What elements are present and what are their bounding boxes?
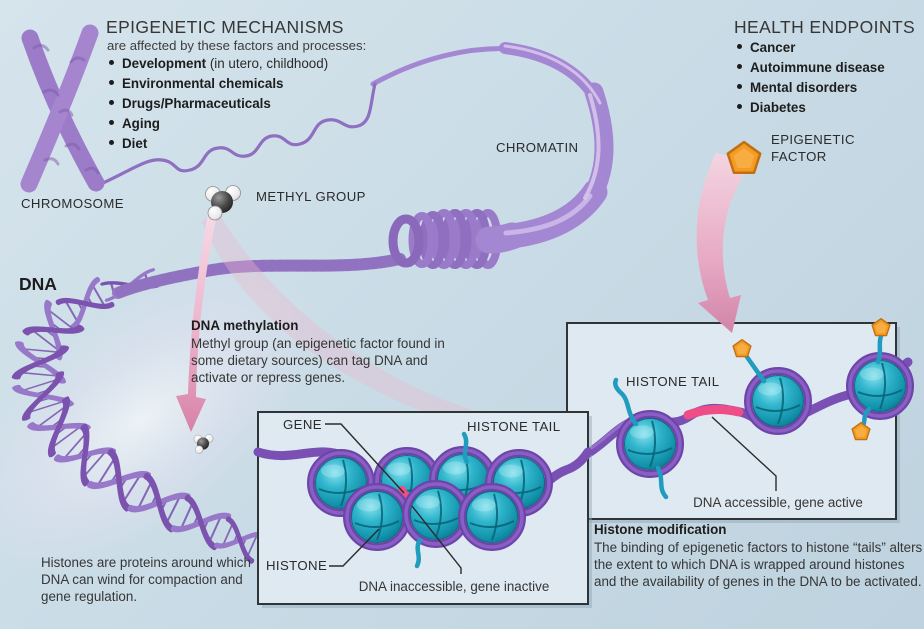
histone-nucleosome xyxy=(850,356,910,416)
dna-methylation-note: DNA methylation Methyl group (an epigene… xyxy=(191,317,449,387)
dna-motion-ghost xyxy=(0,262,323,578)
histone-nucleosome xyxy=(620,414,680,474)
histone-nucleosome xyxy=(347,487,407,547)
dna-methylation-heading: DNA methylation xyxy=(191,318,299,333)
chromatin-fibre xyxy=(112,253,406,299)
mechanisms-subtitle: are affected by these factors and proces… xyxy=(107,38,367,53)
methyl-group-label: METHYL GROUP xyxy=(256,189,366,204)
epigenetic-factor-label: EPIGENETIC FACTOR xyxy=(771,132,855,164)
active-gene-segment xyxy=(683,405,744,420)
list-item: Cancer xyxy=(737,40,885,55)
histone-tails xyxy=(414,431,470,569)
inactive-leaders xyxy=(325,423,462,574)
list-item: Diet xyxy=(109,136,328,151)
list-item: Environmental chemicals xyxy=(109,76,328,91)
histone-nucleosome xyxy=(748,371,808,431)
histone-nucleosome xyxy=(462,487,522,547)
list-item: Aging xyxy=(109,116,328,131)
histone-modification-heading: Histone modification xyxy=(594,522,727,537)
bullet-dot xyxy=(109,120,114,125)
active-caption-leader xyxy=(711,416,777,491)
chromatin-thread xyxy=(101,82,377,185)
bullet-dot xyxy=(109,140,114,145)
inactive-caption: DNA inaccessible, gene inactive xyxy=(358,579,550,594)
methylation-arrow xyxy=(176,208,558,442)
endpoints-list: Cancer Autoimmune disease Mental disorde… xyxy=(737,40,885,120)
endpoints-title: HEALTH ENDPOINTS xyxy=(734,17,916,37)
list-item: Mental disorders xyxy=(737,80,885,95)
methyl-group-molecule xyxy=(205,185,241,221)
active-inset-box xyxy=(557,317,910,523)
histone-nucleosome xyxy=(406,484,466,544)
histone-label: HISTONE xyxy=(266,558,328,573)
inactive-inset-box xyxy=(253,411,593,608)
gene-label: GENE xyxy=(283,417,322,432)
list-item: Development (in utero, childhood) xyxy=(109,56,328,71)
factor-arrow xyxy=(696,153,752,333)
list-item: Drugs/Pharmaceuticals xyxy=(109,96,328,111)
active-caption: DNA accessible, gene active xyxy=(693,495,863,510)
bullet-dot xyxy=(109,60,114,65)
chromatin-coil xyxy=(388,209,502,269)
bullet-dot xyxy=(737,64,742,69)
dna-label: DNA xyxy=(19,274,57,294)
chromatin-tube xyxy=(370,42,614,254)
histone-modification-body: The binding of epigenetic factors to his… xyxy=(594,540,923,590)
bullet-dot xyxy=(737,104,742,109)
mechanisms-list: Development (in utero, childhood) Enviro… xyxy=(109,56,328,156)
histone-tail-label-inactive: HISTONE TAIL xyxy=(467,419,561,434)
bullet-dot xyxy=(109,100,114,105)
list-item: Diabetes xyxy=(737,100,885,115)
chromatin-label: CHROMATIN xyxy=(496,140,579,155)
chromosome-label: CHROMOSOME xyxy=(21,196,124,211)
chromosome-illustration xyxy=(20,24,105,193)
list-item: Autoimmune disease xyxy=(737,60,885,75)
histone-modification-note: Histone modification The binding of epig… xyxy=(594,521,924,591)
bullet-dot xyxy=(109,80,114,85)
epigenetic-factor-icon xyxy=(726,140,762,175)
bullet-dot xyxy=(737,44,742,49)
histone-tail-label-active: HISTONE TAIL xyxy=(626,374,720,389)
mechanisms-title: EPIGENETIC MECHANISMS xyxy=(106,17,344,37)
dna-methylation-body: Methyl group (an epigenetic factor found… xyxy=(191,336,445,386)
bullet-dot xyxy=(737,84,742,89)
histone-note: Histones are proteins around which DNA c… xyxy=(41,555,251,605)
epigenetic-factor-icon xyxy=(871,317,891,337)
